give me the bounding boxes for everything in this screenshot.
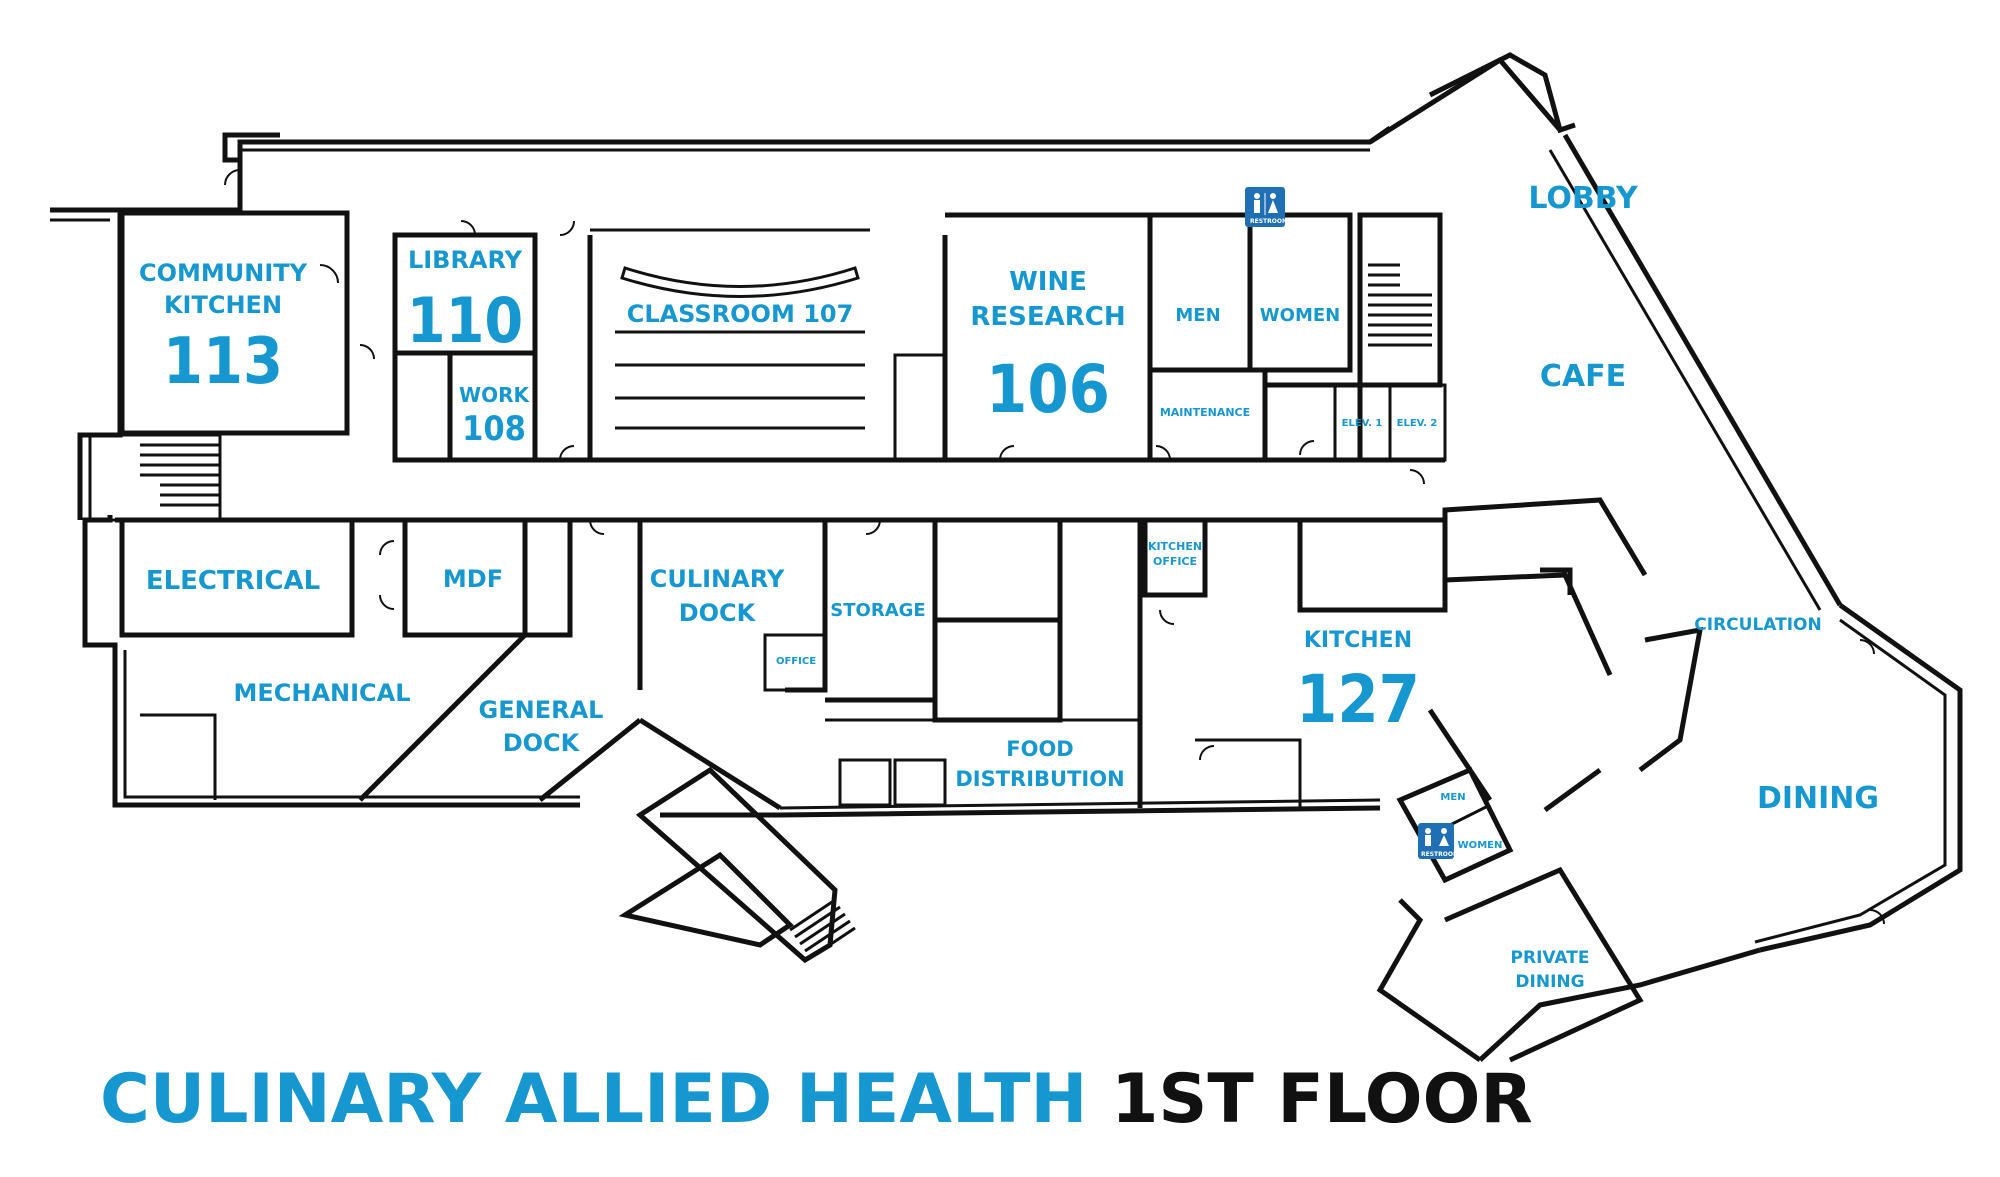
room-label-library: LIBRARY — [408, 246, 523, 274]
exterior-stair — [618, 766, 856, 964]
room-label-kitchen: KITCHEN — [1304, 628, 1412, 653]
room-label-community-kitchen: COMMUNITY — [139, 259, 308, 287]
restroom-sign-label: RESTROOM — [1421, 851, 1459, 858]
room-label-mechanical: MECHANICAL — [233, 679, 410, 707]
restroom-icon: RESTROOM — [1245, 187, 1288, 227]
title-floor: 1ST FLOOR — [1111, 1060, 1533, 1139]
room-label-women-lower: WOMEN — [1458, 840, 1503, 851]
room-label-mdf: MDF — [443, 565, 503, 593]
room-label-wine-research: WINE — [1009, 267, 1087, 297]
room-label-cafe: CAFE — [1540, 359, 1626, 394]
room-label-food-distribution: DISTRIBUTION — [955, 767, 1124, 791]
room-number-113: 113 — [163, 325, 283, 399]
room-label-community-kitchen: KITCHEN — [164, 291, 282, 319]
room-label-kitchen-office: KITCHEN — [1148, 540, 1202, 553]
room-label-elev-2: ELEV. 2 — [1397, 418, 1438, 429]
room-label-men-lower: MEN — [1440, 792, 1465, 803]
room-label-men: MEN — [1175, 305, 1220, 326]
room-label-wine-research: RESEARCH — [970, 302, 1125, 332]
room-label-maintenance: MAINTENANCE — [1160, 406, 1250, 419]
room-label-dining: DINING — [1757, 781, 1879, 816]
room-label-elev-1: ELEV. 1 — [1342, 418, 1383, 429]
room-number-106: 106 — [986, 351, 1110, 428]
room-label-culinary-dock: CULINARY — [650, 565, 785, 593]
page-title: CULINARY ALLIED HEALTH 1ST FLOOR — [100, 1060, 1533, 1140]
room-number-110: 110 — [407, 284, 523, 357]
room-label-classroom-107: CLASSROOM 107 — [627, 300, 854, 328]
room-label-office: OFFICE — [776, 656, 816, 667]
stair-icon — [88, 433, 222, 522]
room-label-work: WORK — [459, 383, 530, 407]
room-label-food-distribution: FOOD — [1006, 737, 1073, 761]
lower-rooms — [115, 497, 1704, 1063]
upper-rooms — [119, 210, 1447, 463]
room-label-lobby: LOBBY — [1528, 181, 1639, 216]
room-label-women: WOMEN — [1260, 305, 1340, 326]
room-number-127: 127 — [1296, 661, 1420, 738]
room-label-culinary-dock: DOCK — [679, 599, 757, 627]
room-label-private-dining: PRIVATE — [1511, 948, 1590, 968]
room-labels: COMMUNITY KITCHEN 113 LIBRARY 110 WORK 1… — [139, 181, 1879, 992]
room-label-general-dock: GENERAL — [479, 696, 604, 724]
room-label-storage: STORAGE — [830, 600, 925, 621]
restroom-icon: RESTROOM — [1418, 823, 1459, 859]
room-label-kitchen-office: OFFICE — [1153, 555, 1197, 568]
room-label-general-dock: DOCK — [503, 729, 581, 757]
restroom-sign-label: RESTROOM — [1250, 218, 1288, 225]
building-outline — [50, 52, 1963, 1063]
room-number-108: 108 — [462, 409, 526, 449]
room-label-electrical: ELECTRICAL — [146, 566, 320, 596]
title-building: CULINARY ALLIED HEALTH — [100, 1060, 1088, 1139]
room-label-circulation: CIRCULATION — [1694, 615, 1821, 635]
room-label-private-dining: DINING — [1515, 972, 1584, 992]
door-swing-icon — [224, 169, 1885, 925]
